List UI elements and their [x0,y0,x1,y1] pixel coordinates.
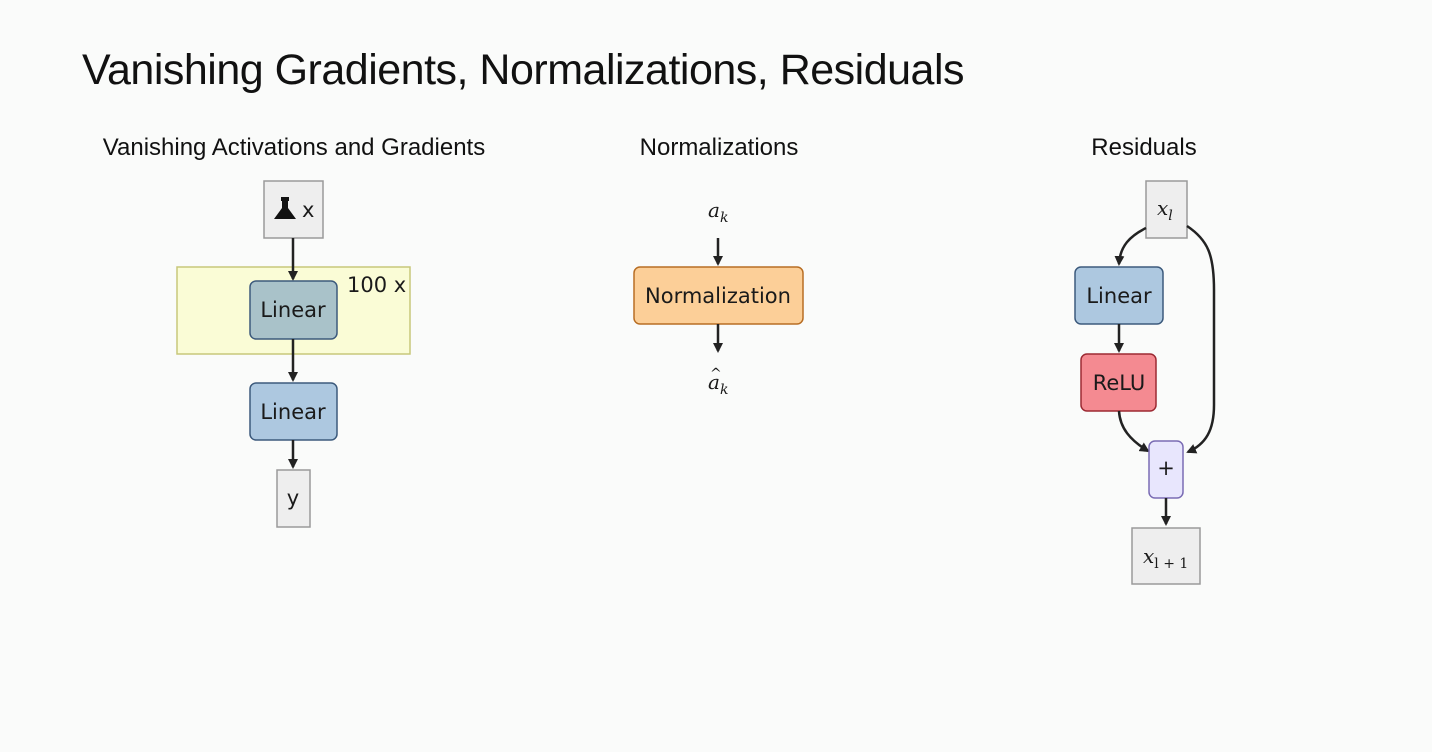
residual-diagram: xl Linear ReLU + xl + 1 [1074,180,1216,585]
residual-input-node: xl [1145,180,1188,239]
norm-output-var: a [708,370,720,394]
vanishing-diagram: x 100 x Linear Linear y [176,180,411,528]
norm-input-var: a [708,198,720,222]
linear-repeated-label: Linear [260,298,326,322]
residual-input-var: x [1157,196,1168,220]
residual-output-sub: l + 1 [1154,556,1188,572]
vanishing-input-label: x [302,198,314,222]
norm-input-math: ak [708,198,728,226]
repeat-count-label: 100 x [347,273,406,297]
vanishing-output-node: y [276,469,311,528]
norm-output-math: ak [708,370,728,398]
linear-final-node: Linear [249,382,338,441]
normalization-diagram: ak Normalization ^ ak [633,198,804,398]
arrow-relu-to-add [1117,410,1150,453]
flask-icon [274,197,296,219]
normalization-node: Normalization [633,266,804,325]
slide-title: Vanishing Gradients, Normalizations, Res… [82,46,965,94]
residual-input-math: xl [1157,196,1173,224]
vanishing-input-node: x [263,180,324,239]
norm-output-sub: k [720,382,728,398]
section-title-residuals: Residuals [1091,134,1197,161]
norm-output-hat: ^ [710,366,722,382]
relu-node: ReLU [1080,353,1157,412]
arrow-input-to-linear-residual [1114,226,1147,266]
residual-output-node: xl + 1 [1131,527,1201,585]
residual-linear-node: Linear [1074,266,1164,325]
add-node: + [1148,440,1184,499]
linear-final-label: Linear [260,400,326,424]
section-title-vanishing: Vanishing Activations and Gradients [102,134,486,161]
section-title-normalizations: Normalizations [639,134,799,161]
skip-connection-arrow [1186,224,1216,454]
norm-input-sub: k [720,210,728,226]
vanishing-output-label: y [287,486,299,510]
normalization-label: Normalization [645,284,791,308]
linear-repeated-node: Linear [249,280,338,340]
residual-input-sub: l [1168,208,1172,224]
residual-output-math: xl + 1 [1143,544,1188,572]
residual-output-var: x [1143,544,1154,568]
relu-label: ReLU [1093,371,1146,395]
residual-linear-label: Linear [1086,284,1152,308]
add-label: + [1157,456,1175,480]
